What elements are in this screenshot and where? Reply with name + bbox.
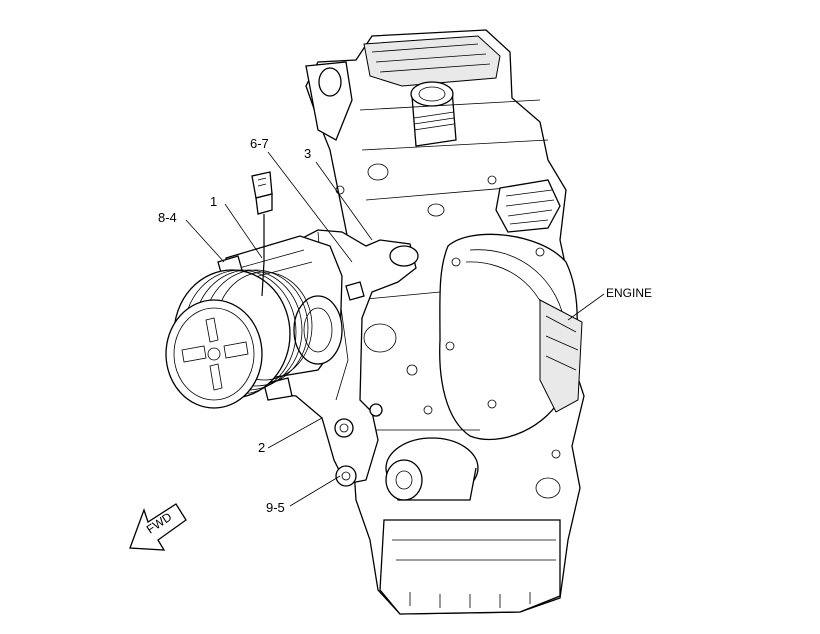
callout-3: 3 (304, 146, 311, 161)
callout-engine: ENGINE (606, 286, 652, 300)
ac-compressor (165, 235, 343, 409)
callout-9-5: 9-5 (266, 500, 285, 515)
wire-harness-connector (251, 171, 273, 297)
callout-6-7: 6-7 (250, 136, 269, 151)
callout-2: 2 (258, 440, 265, 455)
forward-arrow-icon: FWD (129, 503, 187, 551)
callout-8-4: 8-4 (158, 210, 177, 225)
callout-1: 1 (210, 194, 217, 209)
engine-block (305, 29, 585, 615)
leader-lines (185, 151, 605, 507)
